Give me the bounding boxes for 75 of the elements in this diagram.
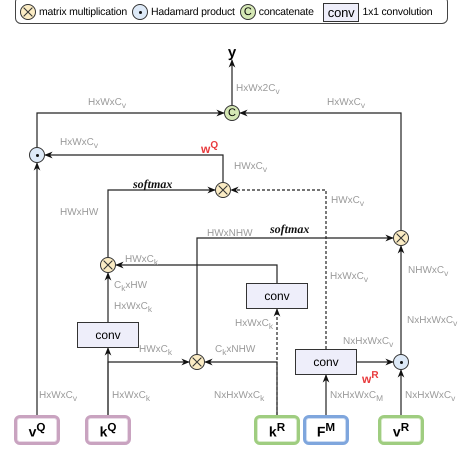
input-box (14, 415, 60, 445)
dimension-label: HWxNHW (207, 228, 253, 239)
arrow (104, 272, 112, 322)
dimension-label: C$_{k}$xNHW (215, 344, 256, 357)
dimension-label: HxWxC$_{v}$ (39, 390, 78, 403)
legend-text: Hadamard product (151, 6, 235, 18)
legend-text: concatenate (258, 6, 314, 18)
weight-label: w$^{Q}$ (201, 140, 218, 156)
node-label: conv (264, 289, 290, 303)
dashed-arrow (274, 308, 280, 415)
weight-label: w$^{R}$ (362, 370, 379, 386)
node-label: conv (95, 328, 121, 342)
arrow (196, 234, 394, 354)
arrow (115, 262, 278, 283)
node-label: k$^{R}$ (268, 420, 286, 440)
concat-node (224, 105, 240, 121)
matrix-multiply-node (189, 354, 205, 370)
hadamard-node (29, 147, 45, 163)
dimension-label: NxHxWxC$_{v}$ (407, 315, 458, 328)
arrow (107, 358, 190, 415)
matrix-multiply-node (393, 230, 409, 246)
dimension-label: NxHxWxC$_{v}$ (343, 336, 394, 349)
dashed-arrow (230, 186, 327, 349)
arrow (239, 110, 402, 230)
arrow (204, 358, 278, 415)
dimension-label: HWxC$_{v}$ (331, 195, 364, 208)
dimension-label: HxWxC$_{v}$ (88, 97, 126, 110)
node-label: v$^{R}$ (392, 420, 410, 440)
dimension-label: HWxC$_{k}$ (139, 344, 172, 357)
legend-text: matrix multiplication (39, 6, 127, 18)
conv-box (246, 283, 308, 309)
matrix-multiply-node (100, 257, 116, 273)
node-label: C (228, 107, 236, 119)
edge-label: softmax (133, 177, 172, 192)
dimension-label: HxWxC$_{v}$ (330, 271, 368, 284)
input-box (378, 415, 424, 445)
dimension-label: NxHxWxC$_{v}$ (405, 390, 456, 403)
edge-label: softmax (270, 222, 310, 237)
node-label: conv (313, 355, 339, 369)
input-box (303, 415, 349, 445)
dimension-label: NHWxC$_{v}$ (408, 265, 448, 278)
arrow (322, 374, 330, 415)
arrow (398, 245, 404, 354)
hadamard-node (393, 354, 409, 370)
dimension-label: HWxHW (60, 207, 98, 218)
dimension-label: HxWxC$_{v}$ (60, 137, 98, 150)
dimension-label: NxHxWxC$_{M}$ (330, 390, 384, 403)
arrow (357, 358, 394, 366)
conv-sample: conv (322, 2, 360, 22)
dimension-label: HxWxC$_{k}$ (114, 301, 152, 314)
arrow (398, 369, 404, 415)
dimension-label: HxWxC$_{k}$ (235, 318, 274, 331)
arrow (36, 110, 225, 147)
node-label: k$^{Q}$ (100, 420, 116, 440)
dimension-label: HxWxC$_{k}$ (112, 390, 150, 403)
input-box (85, 415, 131, 445)
node-label: y (228, 44, 236, 60)
arrow (228, 59, 236, 105)
conv-box (77, 322, 139, 348)
input-box (254, 415, 300, 445)
node-label: F$^{M}$ (316, 420, 336, 440)
concat-symbol: C (240, 4, 256, 20)
arrow (107, 186, 216, 257)
dimension-label: HWxC$_{v}$ (234, 161, 268, 174)
dimension-label: HxWx2C$_{v}$ (236, 83, 280, 96)
node-label: v$^{Q}$ (28, 420, 46, 440)
arrow (44, 152, 224, 182)
dimension-label: NxHxWxC$_{k}$ (214, 390, 264, 403)
dimension-label: HxWxC$_{v}$ (327, 97, 366, 110)
matrix-multiply-node (215, 182, 231, 198)
conv-box (295, 349, 357, 375)
legend-text: 1x1 convolution (362, 6, 432, 18)
dimension-label: C$_{k}$xHW (114, 280, 148, 293)
arrow (34, 162, 40, 415)
dimension-label: HWxC$_{k}$ (125, 254, 158, 267)
